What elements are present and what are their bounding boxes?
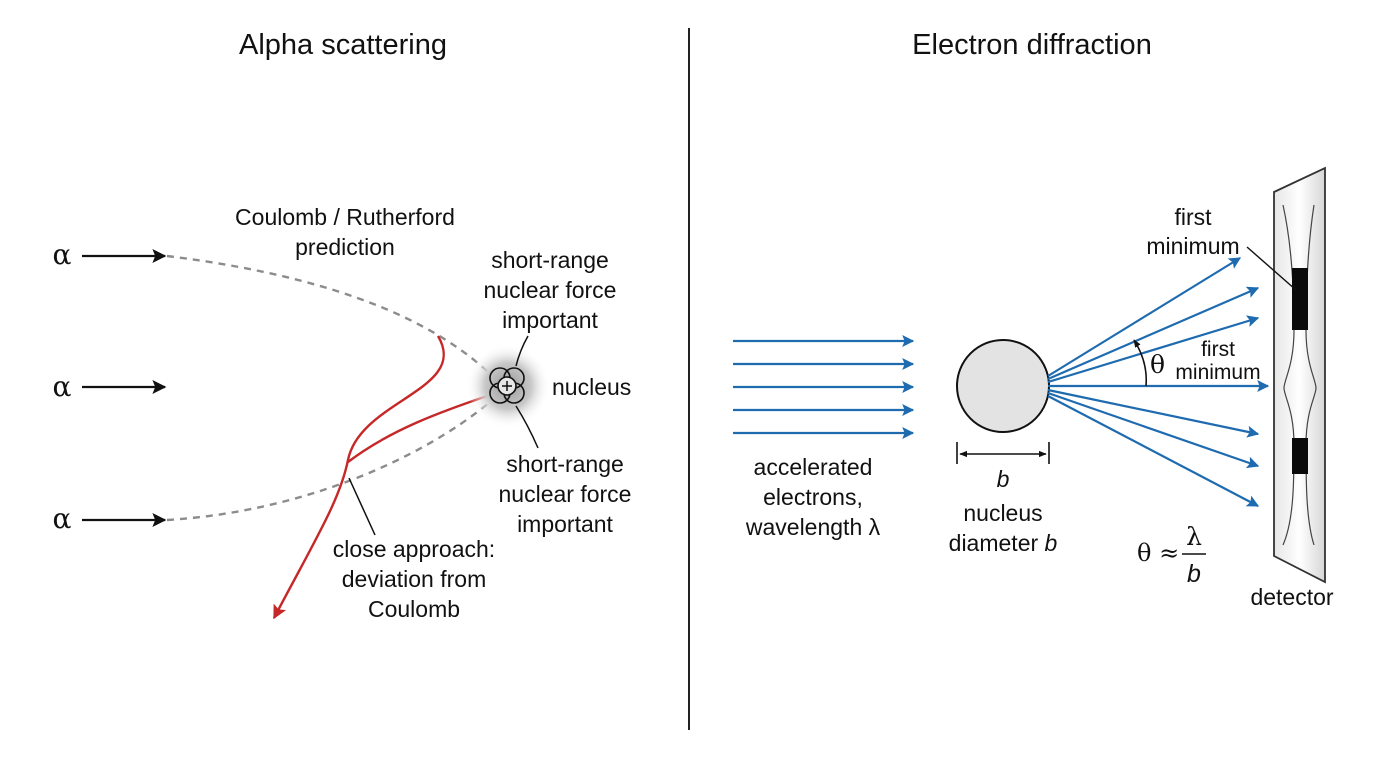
incoming-alpha-top: α [53,238,167,271]
prediction-label-line1: Coulomb / Rutherford [235,204,455,230]
nuclear-force-label-bottom-line1: short-range [506,451,624,477]
detector-screen [1273,166,1326,584]
first-minimum-mid-line1: first [1201,338,1235,361]
scattered-beam [1047,286,1260,381]
electrons-label-line2: electrons, [763,484,863,510]
nuclear-force-label-top-line2: nuclear force [484,277,617,303]
coulomb-prediction-path-bottom [166,401,491,522]
coulomb-prediction-path-top [166,254,489,373]
nuclear-force-label-bottom-line3: important [517,511,613,537]
angle-arc [1133,339,1148,387]
nuclear-force-label-top-line1: short-range [491,247,609,273]
first-minimum-top-line1: first [1174,204,1212,230]
diffraction-formula: θ ≈ λ b [1137,522,1206,588]
incoming-alpha-bottom: α [53,502,167,535]
nucleus-diameter-label-line2: diameter b [949,530,1058,556]
formula-numerator: λ [1186,522,1202,551]
diameter-symbol: b [997,466,1010,492]
electron-diffraction-panel: Electron diffraction accelerated electro… [733,29,1334,610]
nucleus [466,344,550,428]
electrons-label-line1: accelerated [754,454,873,480]
alpha-symbol-bottom: α [53,502,72,535]
nuclear-force-label-bottom-line2: nuclear force [499,481,632,507]
dark-fringe-lower [1292,438,1308,474]
scattered-beam [1047,388,1260,438]
first-minimum-mid-line2: minimum [1175,361,1260,384]
prediction-label-line2: prediction [295,234,395,260]
target-nucleus [956,339,1050,433]
scattered-beams [1047,257,1270,507]
alpha-scattering-title: Alpha scattering [239,29,447,61]
nucleus-label: nucleus [552,374,631,400]
detector [1273,166,1326,584]
alpha-symbol-top: α [53,238,72,271]
incoming-electron-beams [733,335,915,439]
actual-scattering-path [272,335,445,620]
scattered-beam [1047,315,1260,384]
close-approach-label-line1: close approach: [333,536,495,562]
alpha-symbol-middle: α [53,370,72,403]
alpha-scattering-panel: Alpha scattering α α α [53,29,632,622]
scattered-beam [1047,257,1242,377]
scattered-beam [1047,391,1260,469]
detector-label: detector [1250,584,1333,610]
formula-left: θ ≈ [1137,539,1179,567]
leader-line-top [515,335,529,367]
close-approach-label-line3: Coulomb [368,596,460,622]
incoming-alpha-middle: α [53,370,167,403]
nuclear-force-label-top-line3: important [502,307,598,333]
leader-line-close-approach [348,477,376,536]
dark-fringe-upper [1292,268,1308,330]
first-minimum-top-line2: minimum [1146,233,1239,259]
actual-path-branch [347,393,491,463]
formula-denominator: b [1187,560,1201,588]
electron-diffraction-title: Electron diffraction [912,29,1152,61]
leader-line-bottom [515,405,539,449]
theta-symbol: θ [1150,350,1165,379]
electrons-label-line3: wavelength λ [745,514,881,540]
close-approach-label-line2: deviation from [342,566,486,592]
scattered-beam [1047,395,1260,507]
nucleus-diameter-label-line1: nucleus [963,500,1042,526]
first-minimum-top-leader [1246,246,1297,291]
